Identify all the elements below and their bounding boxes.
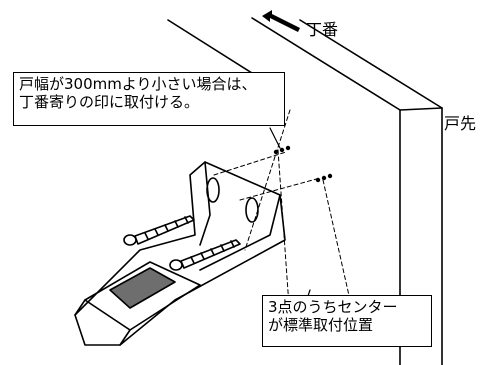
callout-standard-position-line2: が標準取付位置 xyxy=(268,316,374,334)
hinge-arrow-icon xyxy=(262,10,300,32)
mark-dots xyxy=(273,145,333,183)
bracket xyxy=(74,161,286,346)
door-panel xyxy=(167,17,443,365)
callout-pointers xyxy=(269,127,311,321)
callout-narrow-door-line2: 丁番寄りの印に取付ける。 xyxy=(19,93,200,111)
screw-lower xyxy=(169,239,241,271)
callout-narrow-door-line1: 戸幅が300mmより小さい場合は、 xyxy=(19,75,257,93)
callout-standard-position-line1: 3点のうちセンター xyxy=(268,298,398,316)
door-edge-label: 戸先 xyxy=(444,114,477,133)
callout-standard-position: 3点のうちセンター が標準取付位置 xyxy=(262,295,432,347)
hinge-label: 丁番 xyxy=(306,20,339,39)
callout-narrow-door: 戸幅が300mmより小さい場合は、 丁番寄りの印に取付ける。 xyxy=(13,72,285,126)
screw-upper xyxy=(123,215,195,246)
